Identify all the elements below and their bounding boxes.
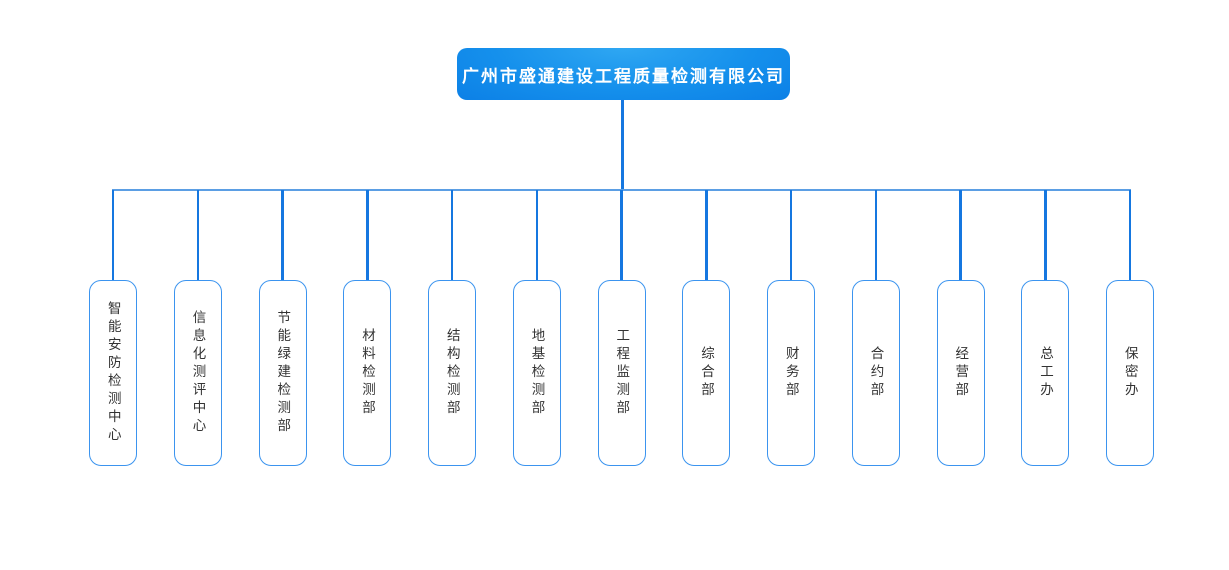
dept-label: 工程监测部 (614, 328, 630, 418)
dept-node: 财务部 (767, 280, 815, 466)
dept-node: 智能安防检测中心 (89, 280, 137, 466)
dept-node: 保密办 (1106, 280, 1154, 466)
dept-column-finance: 财务部 (767, 190, 815, 466)
dept-column-intelligent-security: 智能安防检测中心 (89, 190, 137, 466)
dept-column-materials: 材料检测部 (343, 190, 392, 466)
dept-node: 结构检测部 (428, 280, 476, 466)
dept-label: 综合部 (699, 346, 714, 400)
dept-label: 总工办 (1038, 346, 1053, 400)
connector-line (705, 190, 708, 280)
connector-line (366, 190, 369, 280)
dept-node: 材料检测部 (343, 280, 392, 466)
dept-label: 经营部 (953, 346, 969, 400)
dept-column-structure: 结构检测部 (428, 190, 476, 466)
dept-column-green-building: 节能绿建检测部 (258, 190, 307, 466)
dept-node: 综合部 (682, 280, 731, 466)
dept-label: 财务部 (783, 346, 799, 400)
dept-column-foundation: 地基检测部 (512, 190, 561, 466)
dept-node: 总工办 (1021, 280, 1070, 466)
connector-line (620, 190, 623, 280)
dept-label: 信息化测评中心 (190, 310, 206, 436)
dept-node: 信息化测评中心 (173, 280, 222, 466)
root-connector-line (620, 100, 624, 190)
company-name: 广州市盛通建设工程质量检测有限公司 (462, 66, 785, 86)
dept-node: 合约部 (851, 280, 900, 466)
dept-node: 工程监测部 (597, 280, 646, 466)
connector-line (874, 190, 877, 280)
dept-column-informatization: 信息化测评中心 (173, 190, 222, 466)
dept-column-operations: 经营部 (936, 190, 985, 466)
connector-line (535, 190, 538, 280)
dept-node: 地基检测部 (512, 280, 561, 466)
connector-line (111, 190, 115, 280)
dept-column-confidentiality-office: 保密办 (1106, 190, 1154, 466)
connector-line (1044, 190, 1047, 280)
connector-line (789, 190, 793, 280)
dept-column-general: 综合部 (682, 190, 731, 466)
connector-line (281, 190, 284, 280)
department-row: 智能安防检测中心 信息化测评中心 节能绿建检测部 材料检测部 结构检测部 (89, 190, 1154, 466)
dept-column-contract: 合约部 (851, 190, 900, 466)
connector-line (1128, 190, 1132, 280)
dept-node: 节能绿建检测部 (258, 280, 307, 466)
connector-line (450, 190, 454, 280)
dept-label: 材料检测部 (360, 328, 375, 418)
dept-label: 节能绿建检测部 (275, 310, 291, 436)
org-root-node: 广州市盛通建设工程质量检测有限公司 (457, 48, 790, 100)
connector-line (196, 190, 199, 280)
dept-label: 地基检测部 (529, 328, 545, 418)
dept-label: 智能安防检测中心 (105, 301, 121, 445)
dept-node: 经营部 (936, 280, 985, 466)
dept-label: 保密办 (1122, 346, 1138, 400)
connector-line (959, 190, 962, 280)
dept-column-engineering-monitoring: 工程监测部 (597, 190, 646, 466)
dept-label: 结构检测部 (444, 328, 460, 418)
dept-label: 合约部 (868, 346, 884, 400)
dept-column-chief-engineer-office: 总工办 (1021, 190, 1070, 466)
